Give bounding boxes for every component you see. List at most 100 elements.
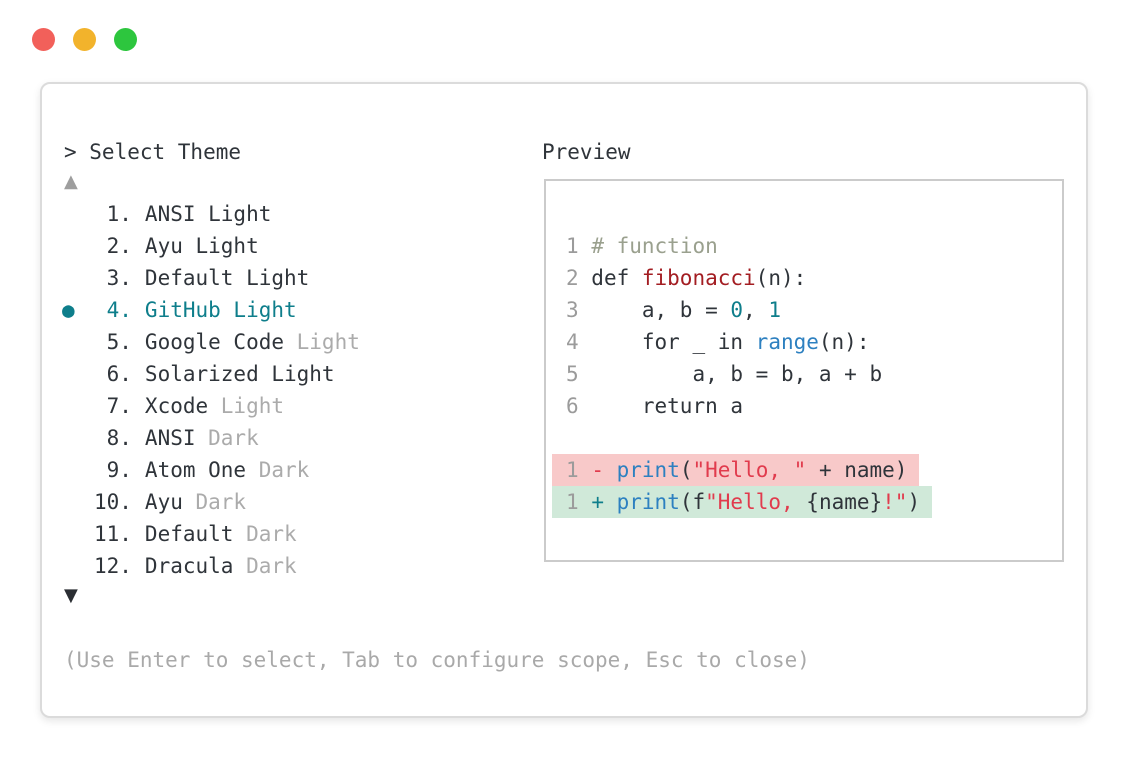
theme-number: 1.	[106, 202, 132, 226]
theme-option-1[interactable]: 1. ANSI Light	[60, 198, 360, 230]
code-token: 4	[566, 330, 579, 354]
code-token: a, b =	[578, 298, 731, 322]
code-line: 4 for _ in range(n):	[566, 326, 1062, 358]
code-token: 1	[566, 490, 579, 514]
theme-option-2[interactable]: 2. Ayu Light	[60, 230, 360, 262]
code-token: "Hello, "	[692, 458, 807, 482]
code-token: 1	[768, 298, 781, 322]
theme-number: 3.	[106, 266, 132, 290]
code-line: 3 a, b = 0, 1	[566, 294, 1062, 326]
code-token: for _ in	[578, 330, 756, 354]
code-token: {name}	[806, 490, 883, 514]
theme-variant-muted: Light	[208, 394, 284, 418]
theme-option-5[interactable]: 5. Google Code Light	[60, 326, 360, 358]
scroll-up-icon[interactable]: ▲	[64, 171, 78, 192]
theme-option-4[interactable]: ●4.GitHub Light	[60, 294, 360, 326]
code-token: (	[679, 458, 693, 482]
theme-number: 10.	[94, 490, 132, 514]
theme-name: ANSI Light	[144, 202, 272, 226]
code-token: (n):	[755, 266, 807, 290]
code-token: range	[755, 330, 819, 354]
close-button-icon[interactable]	[32, 28, 55, 51]
theme-name: Atom One	[144, 458, 247, 482]
theme-option-6[interactable]: 6.Solarized Light	[60, 358, 360, 390]
picker-title: > Select Theme	[64, 140, 242, 164]
theme-picker-panel: > Select Theme ▲ 1. ANSI Light 2. Ayu Light…	[40, 82, 1088, 718]
diff-del-line: 1 - print("Hello, " + name)	[552, 454, 920, 486]
theme-number: 11.	[94, 522, 132, 546]
code-line-content: 3 a, b = 0, 1	[566, 294, 781, 326]
code-token: )	[907, 490, 921, 514]
theme-number: 5.	[106, 330, 132, 354]
theme-name: Default Light	[144, 266, 310, 290]
scroll-down-icon[interactable]: ▼	[64, 585, 78, 606]
theme-option-3[interactable]: 3. Default Light	[60, 262, 360, 294]
code-token: 1	[566, 234, 579, 258]
code-token	[604, 490, 617, 514]
theme-variant-muted: Dark	[195, 426, 259, 450]
code-token: 2	[566, 266, 579, 290]
minimize-button-icon[interactable]	[73, 28, 96, 51]
code-line	[566, 422, 1062, 454]
theme-variant-muted: Light	[284, 330, 360, 354]
theme-option-12[interactable]: 12. Dracula Dark	[60, 550, 360, 582]
code-token: +	[591, 490, 604, 514]
theme-variant-muted: Dark	[233, 554, 297, 578]
preview-title: Preview	[542, 140, 631, 164]
theme-number: 8.	[106, 426, 132, 450]
theme-name: Solarized Light	[144, 362, 335, 386]
theme-name: Ayu Light	[144, 234, 259, 258]
footer-hint: (Use Enter to select, Tab to configure s…	[64, 648, 810, 672]
theme-name: GitHub Light	[144, 298, 297, 322]
diff-ins-line: 1 + print(f"Hello, {name}!")	[552, 486, 933, 518]
theme-number: 7.	[106, 394, 132, 418]
theme-name: Default	[144, 522, 234, 546]
code-line: 5 a, b = b, a + b	[566, 358, 1062, 390]
maximize-button-icon[interactable]	[114, 28, 137, 51]
code-token: ,	[743, 298, 769, 322]
code-line-content: 5 a, b = b, a + b	[566, 358, 882, 390]
theme-option-11[interactable]: 11. Default Dark	[60, 518, 360, 550]
theme-variant-muted: Dark	[182, 490, 247, 514]
code-line: 1 # function	[566, 230, 1062, 262]
code-token: (f	[679, 490, 706, 514]
code-token	[579, 234, 592, 258]
code-token: 0	[730, 298, 744, 322]
theme-number: 2.	[106, 234, 132, 258]
code-line-content: 2 def fibonacci(n):	[566, 262, 806, 294]
code-token	[604, 458, 617, 482]
theme-name: Dracula	[144, 554, 234, 578]
code-token: "Hello,	[705, 490, 807, 514]
code-token: !"	[882, 490, 908, 514]
code-line-content: 1 # function	[566, 230, 718, 262]
theme-option-8[interactable]: 8. ANSI Dark	[60, 422, 360, 454]
code-token	[579, 490, 592, 514]
theme-name: ANSI	[144, 426, 196, 450]
window-controls	[32, 28, 137, 51]
theme-option-9[interactable]: 9.Atom One Dark	[60, 454, 360, 486]
theme-name: Xcode	[144, 394, 209, 418]
code-token	[579, 458, 592, 482]
theme-number: 4.	[106, 298, 132, 322]
theme-name: Google Code	[144, 330, 284, 354]
code-token: 6	[566, 394, 579, 418]
code-line: 1 - print("Hello, " + name)	[552, 454, 1062, 486]
theme-variant-muted: Dark	[233, 522, 297, 546]
theme-number: 9.	[106, 458, 132, 482]
theme-number: 12.	[94, 554, 132, 578]
code-token: print	[616, 458, 680, 482]
code-token: print	[616, 490, 680, 514]
code-token: fibonacci	[641, 266, 756, 290]
code-line: 6 return a	[566, 390, 1062, 422]
theme-option-7[interactable]: 7. Xcode Light	[60, 390, 360, 422]
code-token: 5	[566, 362, 579, 386]
code-token: a, b = b, a + b	[578, 362, 883, 386]
theme-option-10[interactable]: 10.Ayu Dark	[60, 486, 360, 518]
code-token: 1	[566, 458, 579, 482]
code-token: (n):	[818, 330, 870, 354]
code-line: 1 + print(f"Hello, {name}!")	[552, 486, 1062, 518]
code-token: 3	[566, 298, 579, 322]
